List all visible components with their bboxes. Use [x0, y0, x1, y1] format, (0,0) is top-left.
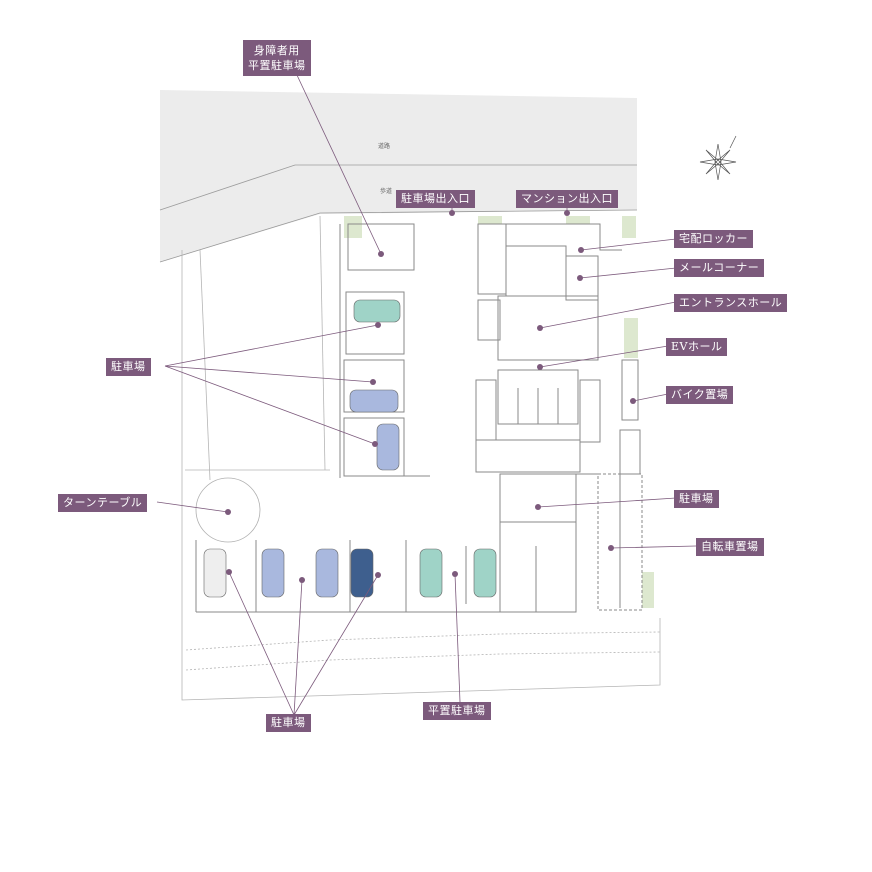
label-parking-right: 駐車場 [674, 490, 719, 508]
label-accessible-parking: 身障者用 平置駐車場 [243, 40, 311, 76]
cars [203, 299, 497, 598]
label-parking-left: 駐車場 [106, 358, 151, 376]
label-mansion-entrance: マンション出入口 [516, 190, 618, 208]
sidewalk-text: 歩道 [380, 187, 392, 195]
road-text: 道路 [378, 142, 390, 150]
label-turntable: ターンテーブル [58, 494, 148, 512]
label-flat-parking: 平置駐車場 [423, 702, 491, 720]
compass-icon [699, 135, 737, 181]
label-delivery-locker: 宅配ロッカー [674, 230, 753, 248]
label-ev-hall: EVホール [666, 338, 728, 356]
label-accessible-parking-line1: 身障者用 [253, 44, 300, 57]
label-accessible-parking-line2: 平置駐車場 [248, 59, 306, 72]
label-bicycle-parking: 自転車置場 [696, 538, 764, 556]
label-entrance-hall: エントランスホール [674, 294, 788, 312]
turntable-circle [195, 477, 261, 543]
label-parking-bottom: 駐車場 [266, 714, 311, 732]
markers [225, 210, 636, 583]
label-mail-corner: メールコーナー [674, 259, 765, 277]
site-boundary [181, 215, 661, 701]
label-parking-entrance: 駐車場出入口 [396, 190, 475, 208]
road-area: 道路 歩道 [159, 90, 638, 263]
building [195, 223, 643, 613]
leader-lines [156, 72, 697, 716]
label-bike-parking: バイク置場 [666, 386, 734, 404]
